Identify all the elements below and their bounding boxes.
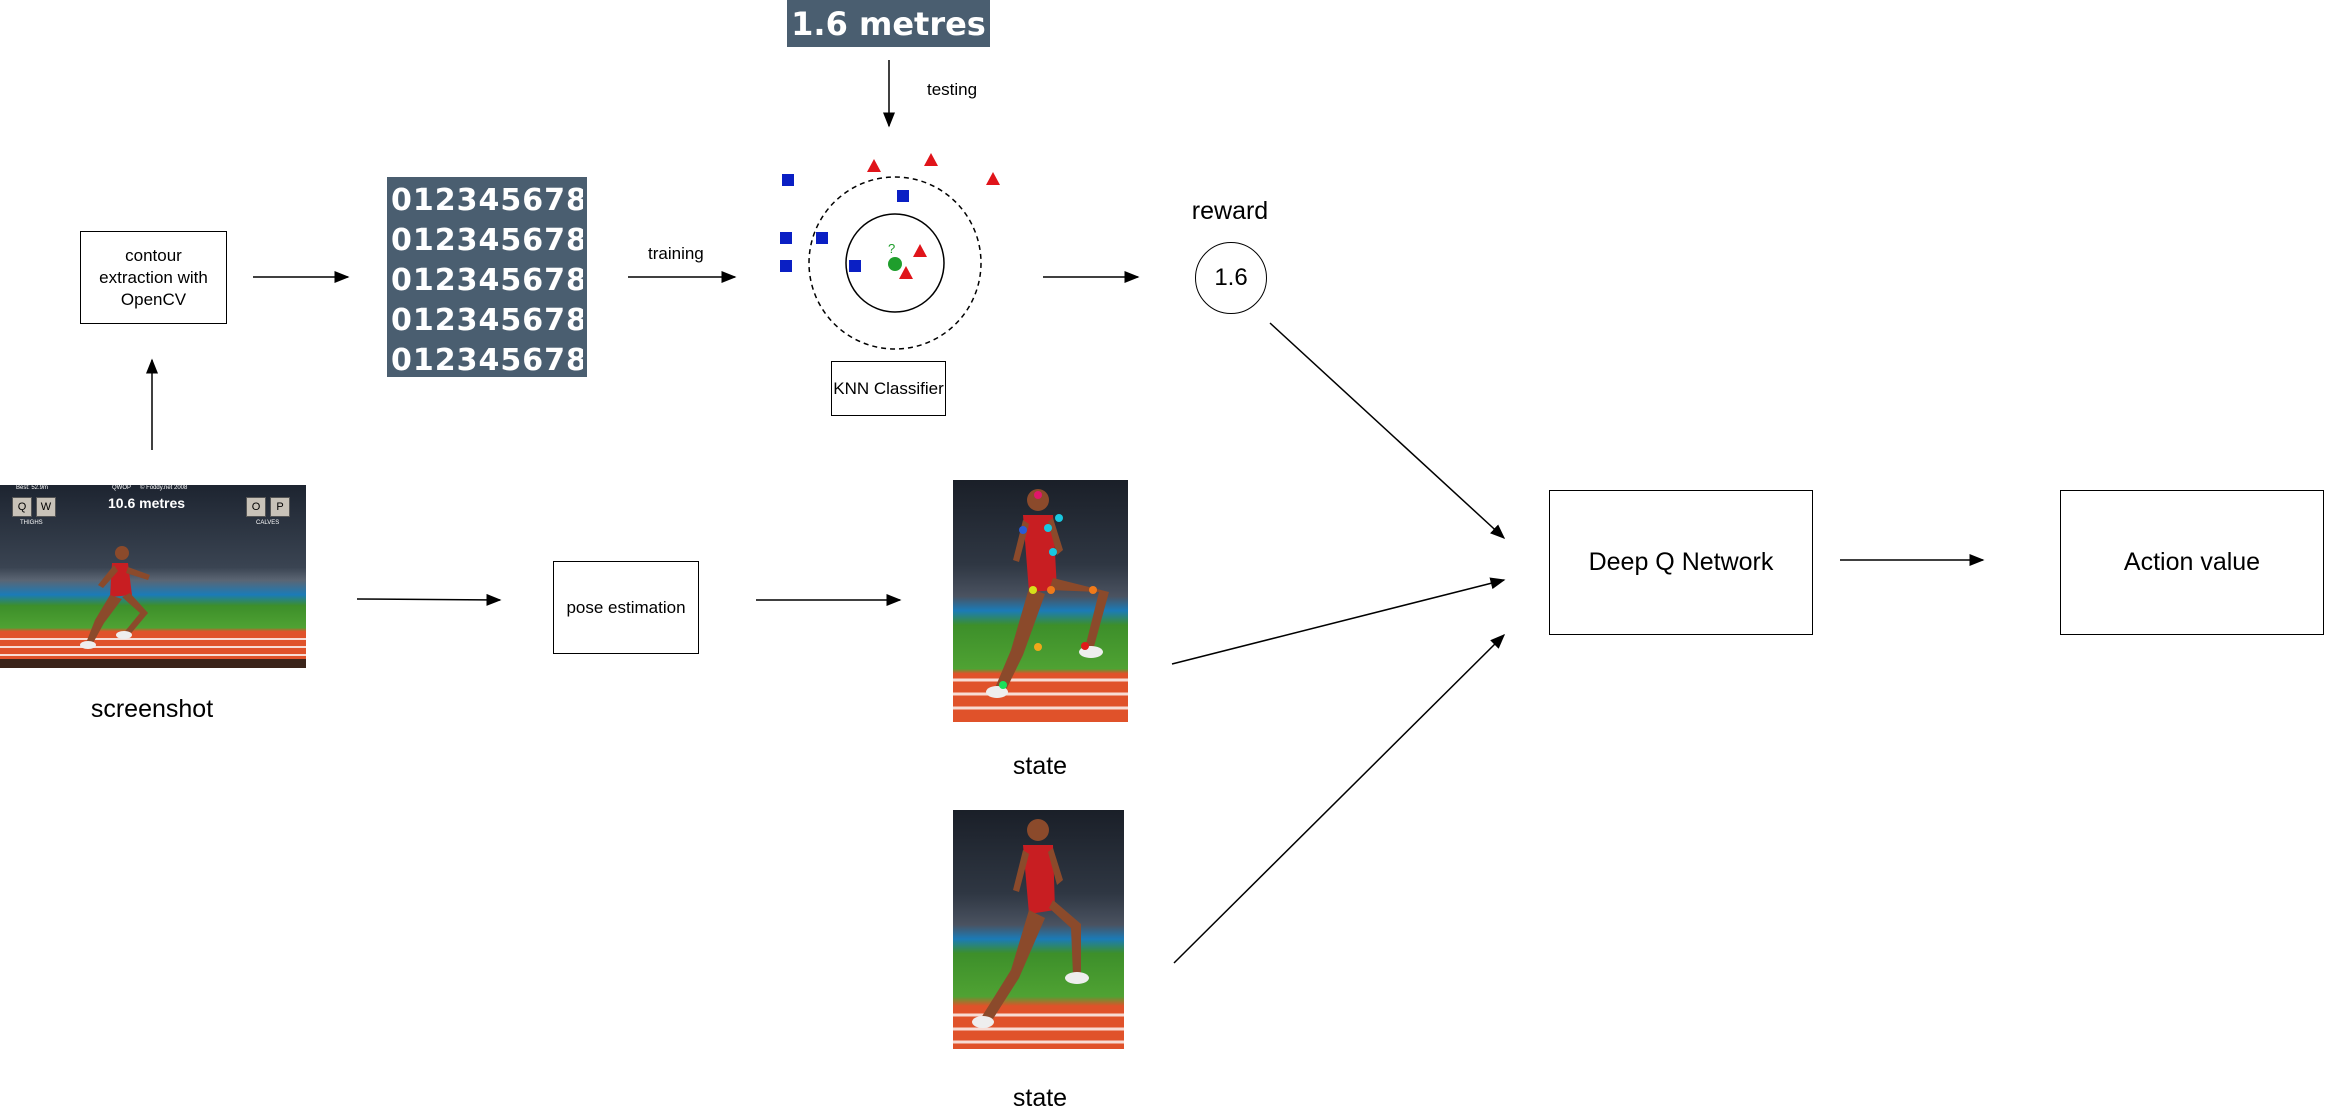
arrow-reward-to-dqn (1269, 322, 1506, 540)
keypoint-markers (999, 491, 1097, 689)
class-b-triangle (867, 159, 881, 172)
class-b-triangle (924, 153, 938, 166)
key-p: P (270, 497, 290, 517)
digit-row: 0123456789 (391, 183, 583, 218)
class-a-square (816, 232, 828, 244)
training-label: training (648, 244, 704, 263)
knn-scatter: ? (780, 153, 1000, 350)
arrow-screenshot-to-pose (356, 593, 502, 606)
digit-row: 0123456789 (391, 343, 583, 378)
key-q: Q (12, 497, 32, 517)
arrow-state1-to-dqn (1171, 577, 1506, 665)
knn-classifier-box: KNN Classifier (831, 361, 946, 416)
calves-caption: CALVES (256, 520, 280, 526)
key-o: O (246, 497, 266, 517)
class-a-square (780, 260, 792, 272)
screenshot-label: screenshot (90, 695, 214, 723)
knn-outer-circle (808, 176, 982, 350)
game-top-left: QWOP (112, 485, 131, 491)
runner-keypoints-figure (953, 489, 1128, 710)
pose-estimation-box: pose estimation (553, 561, 699, 654)
reward-label: reward (1191, 197, 1269, 225)
query-mark: ? (888, 241, 895, 256)
game-best: Best: 52.9m (16, 485, 49, 491)
class-a-square (782, 174, 794, 186)
knn-classifier-label: KNN Classifier (833, 378, 944, 398)
game-screenshot: QWOP © Foddy.net 2008 Best: 52.9m 10.6 m… (0, 485, 306, 668)
contour-extraction-label: contour extraction with OpenCV (99, 245, 208, 309)
state-image-plain (953, 810, 1124, 1049)
action-value-label: Action value (2123, 548, 2261, 576)
runner-plain-figure (953, 819, 1124, 1044)
game-score: 10.6 metres (108, 495, 186, 511)
class-b-triangle (899, 266, 913, 279)
state-image-keypoints (953, 480, 1128, 722)
thighs-caption: THIGHS (20, 520, 43, 526)
class-b-triangle (913, 244, 927, 257)
runner-figure (0, 546, 306, 668)
game-credit: © Foddy.net 2008 (140, 485, 188, 491)
metres-crop-image: 1.6 metres (787, 0, 990, 47)
class-a-square (849, 260, 861, 272)
digit-row: 0123456789 (391, 223, 583, 258)
query-point (888, 257, 902, 271)
class-b-triangle (986, 172, 1000, 185)
deep-q-network-label: Deep Q Network (1588, 548, 1774, 576)
digit-row: 0123456789 (391, 303, 583, 338)
contour-extraction-box: contour extraction with OpenCV (80, 231, 227, 324)
arrow-state2-to-dqn (1173, 633, 1506, 964)
digit-templates-image: 0123456789 0123456789 0123456789 0123456… (387, 177, 587, 378)
knn-inner-circle (845, 213, 945, 313)
class-a-square (780, 232, 792, 244)
state-label-1: state (1012, 752, 1068, 780)
reward-value: 1.6 (1214, 264, 1248, 291)
pose-estimation-label: pose estimation (566, 597, 686, 617)
class-a-square (897, 190, 909, 202)
reward-circle: 1.6 (1195, 242, 1267, 314)
testing-label: testing (927, 80, 978, 99)
digit-row: 0123456789 (391, 263, 583, 298)
state-label-2: state (1012, 1084, 1068, 1112)
action-value-box: Action value (2060, 490, 2324, 635)
key-w: W (36, 497, 56, 517)
deep-q-network-box: Deep Q Network (1549, 490, 1813, 635)
